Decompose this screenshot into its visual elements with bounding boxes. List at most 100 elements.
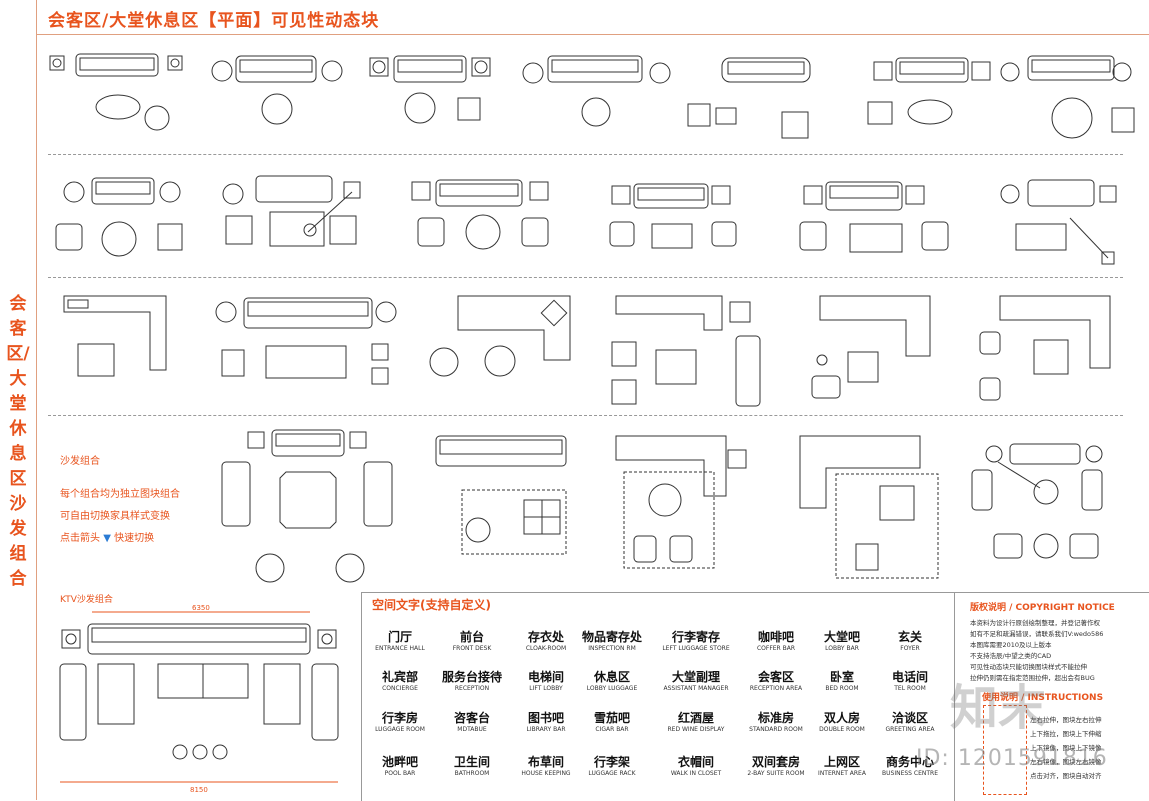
room-label-en: LUGGAGE ROOM xyxy=(375,726,425,733)
instruction-line: 上下拖拉，图块上下伸缩 xyxy=(1030,730,1102,738)
notes-line-3: 点击箭头 ▼ 快速切换 xyxy=(60,529,154,544)
room-label-en: LIFT LOBBY xyxy=(529,685,563,692)
ktv-label: KTV沙发组合 xyxy=(60,595,113,605)
sofa-set-r2-1 xyxy=(55,177,183,257)
notes-click-arrow-text: 点击箭头 xyxy=(60,533,100,544)
room-label-en: COFFER BAR xyxy=(756,645,796,652)
row-divider xyxy=(48,415,1123,416)
sofa-set-r2-5 xyxy=(799,181,949,253)
sofa-set-r2-6 xyxy=(1000,179,1117,265)
row-divider xyxy=(48,154,1123,155)
room-label-zh: 商务中心 xyxy=(885,755,934,769)
sofa-set-r1-3 xyxy=(369,55,491,124)
sofa-set-r3-6 xyxy=(979,295,1111,401)
sofa-set-r4-1 xyxy=(221,429,393,583)
copyright-line: 不支持浩辰/中望之类的CAD xyxy=(970,652,1052,660)
instructions-icon-box xyxy=(983,705,1027,795)
copyright-line: 本资料为设计行原创绘制整理，并登记著作权 xyxy=(970,619,1100,627)
room-label-en: ENTRANCE HALL xyxy=(375,645,425,652)
sofa-set-r4-2 xyxy=(435,435,567,555)
sofa-set-r2-4 xyxy=(609,183,737,249)
row-divider xyxy=(48,277,1123,278)
room-label-en: LOBBY LUGGAGE xyxy=(586,685,638,692)
room-label-zh: 衣帽间 xyxy=(677,755,714,769)
room-label-en: RED WINE DISPLAY xyxy=(667,726,725,733)
copyright-title: 版权说明 / COPYRIGHT NOTICE xyxy=(970,603,1115,613)
ktv-sofa-set xyxy=(59,611,339,783)
frame-left-border xyxy=(36,0,37,800)
room-label-en: FOYER xyxy=(900,645,920,652)
sofa-set-r1-5 xyxy=(687,57,811,139)
room-label-en: LUGGAGE RACK xyxy=(588,770,636,777)
room-label-zh: 洽谈区 xyxy=(891,711,928,725)
room-label-zh: 电话间 xyxy=(891,670,928,684)
room-label-en: BUSINESS CENTRE xyxy=(882,770,938,777)
room-label-en: POOL BAR xyxy=(384,770,416,777)
room-label-zh: 雪茄吧 xyxy=(593,711,630,725)
sofa-set-r3-5 xyxy=(811,295,931,399)
room-label-zh: 休息区 xyxy=(593,670,630,684)
room-label-zh: 标准房 xyxy=(757,711,794,725)
room-label-en: ASSISTANT MANAGER xyxy=(663,685,729,692)
room-label-zh: 行李房 xyxy=(381,711,418,725)
room-label-zh: 池畔吧 xyxy=(381,755,418,769)
room-label-zh: 礼宾部 xyxy=(381,670,418,684)
copyright-line: 如有不足和疏漏错误，请联系我们V:wedo586 xyxy=(970,630,1104,638)
notes-line-1: 每个组合均为独立图块组合 xyxy=(60,489,180,500)
sofa-set-r1-1 xyxy=(49,53,183,131)
room-label-en: WALK IN CLOSET xyxy=(670,770,722,777)
room-label-zh: 红酒屋 xyxy=(677,711,714,725)
copyright-line: 拉伸仍则需在指定范围拉伸，超出会有BUG xyxy=(970,674,1095,682)
notes-heading: 沙发组合 xyxy=(60,456,100,467)
watermark-id: ID: 1201591816 xyxy=(916,746,1108,771)
sofa-set-r1-7 xyxy=(1000,55,1135,139)
room-label-en: CIGAR BAR xyxy=(595,726,629,733)
room-label-zh: 双人房 xyxy=(823,711,860,725)
instruction-line: 左右镜像，图块左右镜像 xyxy=(1030,758,1102,766)
instruction-line: 左右拉伸，图块左右拉伸 xyxy=(1030,716,1102,724)
frame-top-border xyxy=(36,34,1149,35)
room-label-en: TEL ROOM xyxy=(894,685,926,692)
sofa-set-r2-3 xyxy=(411,179,549,250)
room-label-zh: 玄关 xyxy=(897,630,922,644)
sofa-set-r4-3 xyxy=(615,435,747,569)
space-text-title: 空间文字(支持自定义) xyxy=(372,598,491,612)
notes-line-2: 可自由切换家具样式变换 xyxy=(60,511,170,522)
room-label-zh: 大堂吧 xyxy=(823,630,860,644)
room-label-zh: 物品寄存处 xyxy=(581,630,642,644)
copyright-panel xyxy=(954,592,1149,801)
room-label-zh: 行李寄存 xyxy=(671,630,720,644)
room-label-en: LOBBY BAR xyxy=(825,645,859,652)
sofa-set-r3-4 xyxy=(611,295,761,407)
room-label-en: RECEPTION xyxy=(454,685,490,692)
room-label-zh: 咖啡吧 xyxy=(757,630,794,644)
room-label-en: DOUBLE ROOM xyxy=(819,726,865,733)
room-label-zh: 咨客台 xyxy=(453,711,490,725)
room-label-en: BATHROOM xyxy=(454,770,490,777)
room-label-zh: 会客区 xyxy=(757,670,794,684)
sofa-set-r4-4 xyxy=(799,435,939,579)
room-label-en: FRONT DESK xyxy=(452,645,492,652)
dropdown-arrow-icon[interactable]: ▼ xyxy=(103,533,111,544)
room-label-en: CONCIERGE xyxy=(382,685,418,692)
room-label-zh: 存衣处 xyxy=(527,630,564,644)
room-label-en: 2-BAY SUITE ROOM xyxy=(747,770,805,777)
room-label-en: STANDARD ROOM xyxy=(749,726,803,733)
sofa-set-r3-3 xyxy=(429,295,571,377)
